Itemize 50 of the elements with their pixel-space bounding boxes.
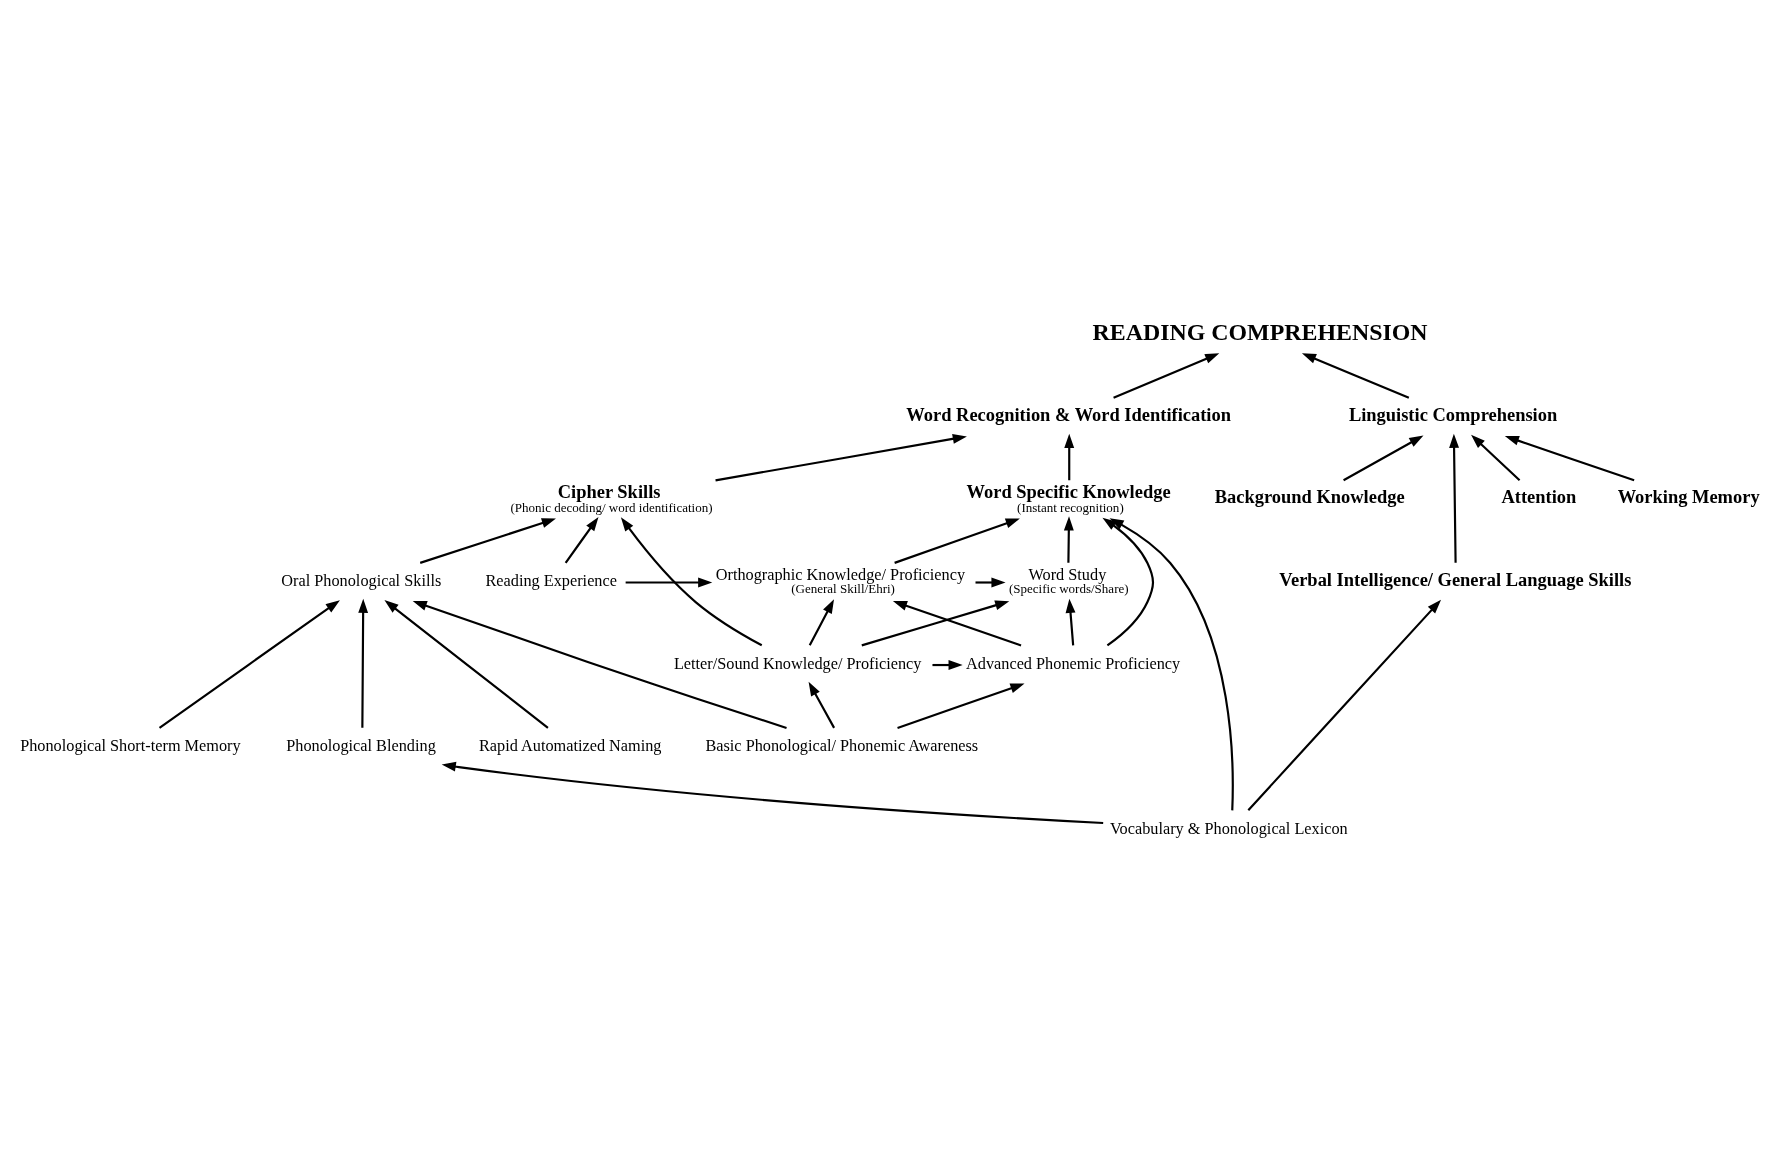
node-text: Verbal Intelligence/ General Language Skills [1279, 569, 1632, 590]
node-text: Linguistic Comprehension [1348, 404, 1558, 425]
arrow [412, 601, 787, 729]
arrow [897, 683, 1025, 729]
node-text: Phonological Blending [286, 736, 436, 756]
node-text: Working Memory [1617, 487, 1760, 508]
node-text: Background Knowledge [1214, 487, 1405, 508]
arrow [1064, 433, 1075, 481]
arrow [808, 681, 836, 729]
arrow [975, 577, 1006, 588]
arrow [1504, 435, 1635, 482]
arrow [1102, 517, 1155, 647]
node-text: Letter/Sound Knowledge/ Proficiency [673, 653, 922, 673]
arrow [564, 516, 599, 564]
arrow [1113, 353, 1220, 399]
arrow [892, 601, 1022, 647]
node-text: Cipher Skills (Phonic decoding/ word identification) [510, 481, 713, 516]
arrow [1343, 435, 1424, 482]
node-text: Basic Phonological/ Phonemic Awareness [705, 736, 979, 756]
arrow [358, 598, 369, 728]
arrow [384, 600, 549, 729]
node-text: Phonological Short-term Memory [20, 736, 241, 756]
node-text: READING COMPREHENSION [1092, 318, 1428, 345]
node-text: Reading Experience [485, 571, 617, 591]
arrow [620, 517, 763, 647]
arrow [1063, 516, 1074, 563]
node-text: Orthographic Knowledge/ Proficiency (General Skill/Ehri) [715, 564, 966, 597]
arrow [894, 518, 1020, 564]
arrow [1065, 598, 1076, 646]
arrow [1247, 599, 1442, 811]
arrow [932, 660, 963, 670]
arrow [441, 761, 1104, 825]
arrow [158, 600, 340, 729]
arrow [1109, 518, 1234, 811]
node-text: Word Study (Specific words/Share) [1008, 564, 1129, 597]
arrow [715, 433, 967, 482]
node-text: Vocabulary & Phonological Lexicon [1109, 818, 1348, 838]
node-text: Word Specific Knowledge (Instant recognition) [966, 481, 1171, 516]
arrow [1301, 353, 1410, 399]
arrow [419, 518, 556, 564]
node-text: Rapid Automatized Naming [478, 736, 662, 756]
arrow [1449, 433, 1460, 563]
node-text: Oral Phonological Skills [281, 571, 442, 591]
arrow [861, 600, 1010, 647]
node-text: Word Recognition & Word Identification [906, 404, 1231, 425]
arrow [625, 577, 713, 588]
arrow [808, 599, 835, 646]
arrow [1471, 434, 1521, 482]
node-text: Attention [1501, 487, 1577, 508]
node-text: Advanced Phonemic Proficiency [966, 653, 1181, 673]
